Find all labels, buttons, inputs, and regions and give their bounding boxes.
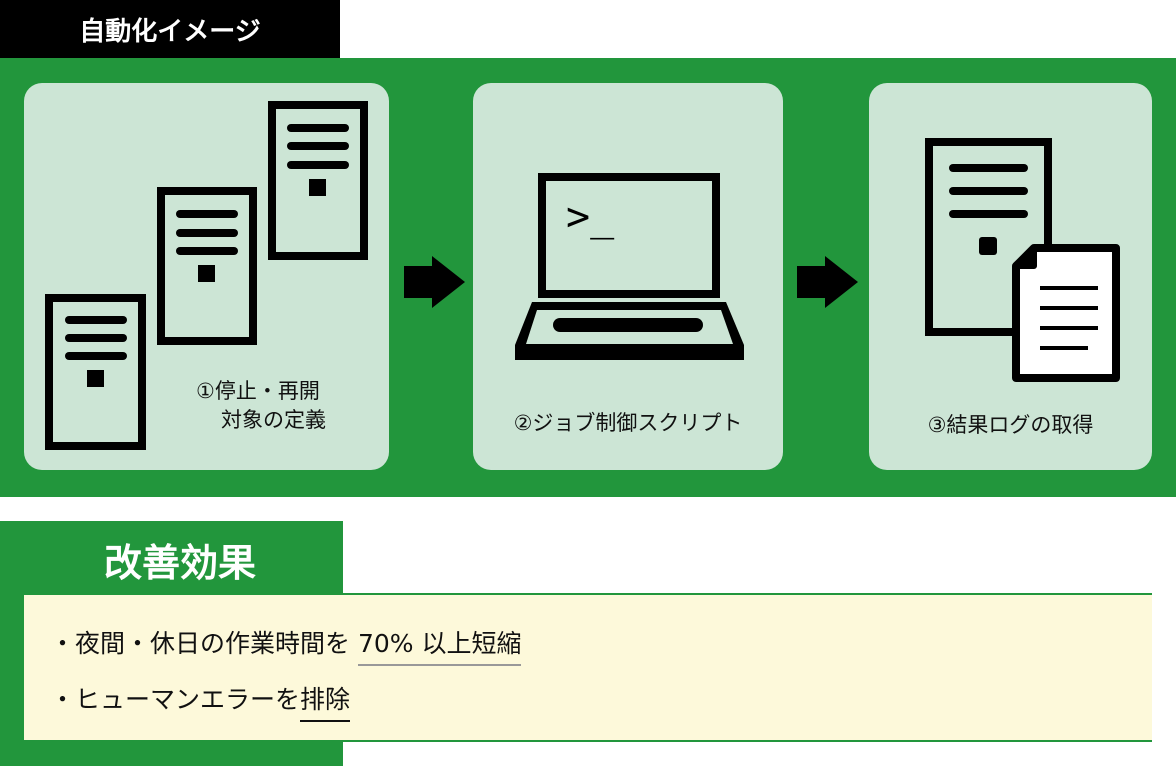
- step-2-label: ②ジョブ制御スクリプト: [513, 411, 743, 435]
- step-1-label: ①停止・再開 対象の定義: [196, 377, 326, 435]
- step-panel-2: [473, 83, 783, 470]
- effects-box: [22, 593, 1152, 742]
- effect-highlight: 70% 以上短縮: [357, 629, 522, 666]
- section-title-text: 自動化イメージ: [79, 16, 261, 47]
- servers-icon: [45, 101, 368, 450]
- arrow-right-icon: [797, 256, 858, 308]
- server-icon: [157, 187, 257, 345]
- server-icon: [45, 294, 146, 450]
- step-3-label: ③結果ログの取得: [927, 413, 1094, 437]
- step-1-label-line2: 対象の定義: [221, 408, 326, 432]
- effect-text: ・ヒューマンエラーを: [50, 685, 301, 714]
- section-title: 自動化イメージ: [0, 0, 340, 58]
- arrow-right-icon: [404, 256, 465, 308]
- step-1-label-line1: ①停止・再開: [196, 379, 320, 403]
- effect-item: ・ヒューマンエラーを排除: [50, 680, 351, 722]
- effect-text: ・夜間・休日の作業時間を: [50, 629, 358, 658]
- laptop-terminal-icon: >_: [515, 173, 744, 360]
- server-icon: [268, 101, 368, 260]
- effects-title: 改善効果: [103, 541, 256, 585]
- effect-item: ・夜間・休日の作業時間を 70% 以上短縮: [50, 624, 522, 666]
- terminal-prompt: >_: [566, 194, 615, 240]
- effect-highlight: 排除: [300, 685, 351, 722]
- server-log-icon: [925, 138, 1120, 382]
